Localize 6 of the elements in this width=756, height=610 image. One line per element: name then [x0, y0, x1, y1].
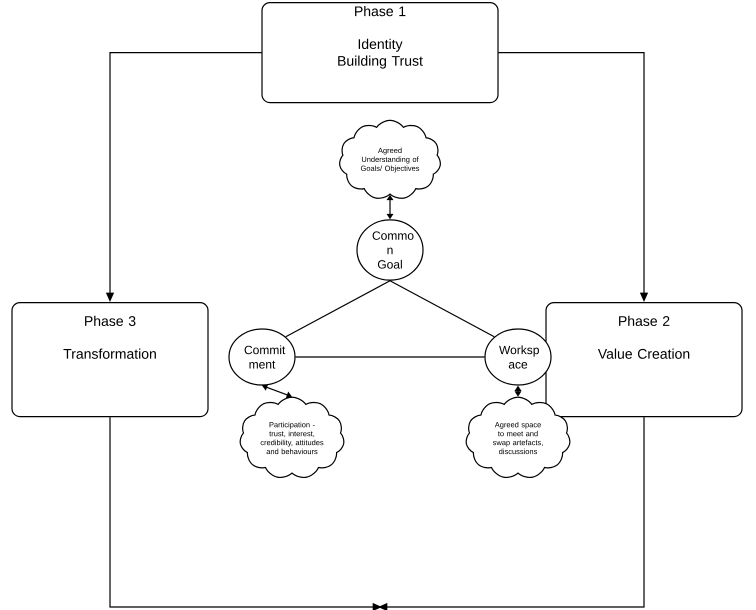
phase-box: Phase 1 Identity Building Trust	[261, 2, 499, 104]
connector-line	[390, 280, 495, 338]
phase-box: Phase 2 Value Creation	[545, 302, 743, 418]
phase-box: Phase 3 Transformation	[11, 302, 209, 418]
connector-line	[296, 356, 484, 358]
connector-line	[285, 280, 390, 338]
